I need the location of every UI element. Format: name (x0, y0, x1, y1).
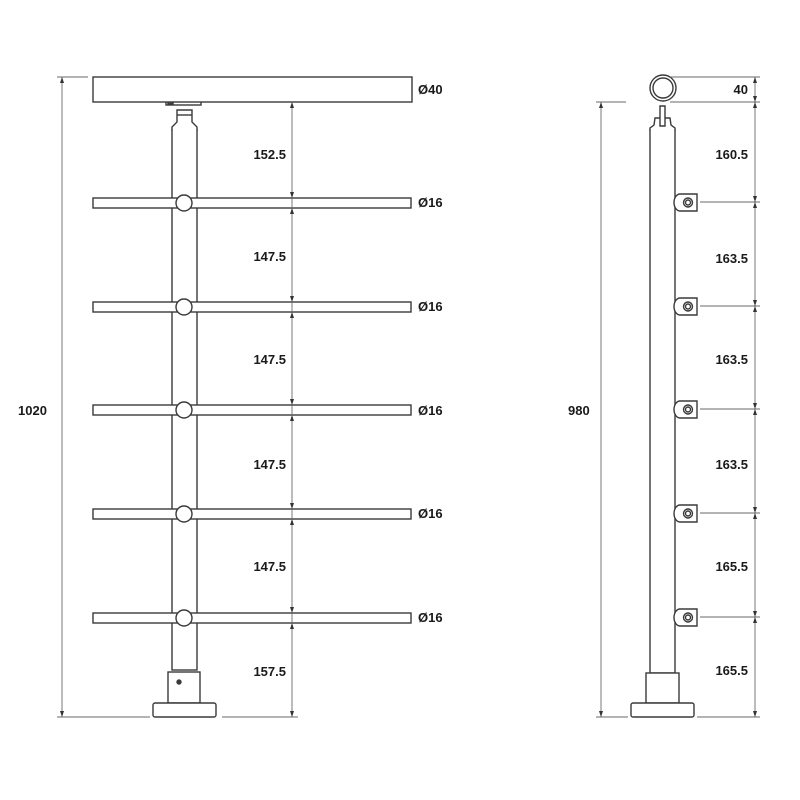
front-spacing-1-label: 152.5 (253, 147, 286, 162)
side-handrail-diameter-label: 40 (733, 82, 748, 97)
rail-holder-1 (175, 194, 193, 212)
front-handrail-diameter-label: Ø40 (418, 82, 443, 97)
rail-4 (92, 508, 412, 520)
side-post (649, 129, 676, 674)
front-spacing-2-label: 147.5 (253, 249, 286, 264)
side-post-height-label: 980 (568, 403, 590, 418)
front-rail-1-diameter-label: Ø16 (418, 195, 443, 210)
side-bracket-1 (673, 193, 698, 212)
rail-holder-3 (175, 401, 193, 419)
side-view (630, 74, 698, 718)
front-rail-4-diameter-label: Ø16 (418, 506, 443, 521)
side-bracket-3 (673, 400, 698, 419)
side-spacing-5-label: 165.5 (715, 559, 748, 574)
front-rail-5-diameter-label: Ø16 (418, 610, 443, 625)
front-base-sleeve (167, 671, 201, 704)
side-bracket-2 (673, 297, 698, 316)
front-spacing-3-label: 147.5 (253, 352, 286, 367)
handrail-tube (92, 76, 413, 103)
side-bracket-5 (673, 608, 698, 627)
front-spacing-6-label: 157.5 (253, 664, 286, 679)
front-base-plate (152, 702, 217, 718)
rail-holder-4 (175, 505, 193, 523)
rail-5 (92, 612, 412, 624)
front-view (92, 76, 413, 718)
side-base-plate (630, 702, 695, 718)
side-bracket-4 (673, 504, 698, 523)
front-post-neck (171, 109, 198, 131)
side-spacing-1-label: 160.5 (715, 147, 748, 162)
side-spacing-4-label: 163.5 (715, 457, 748, 472)
front-spacing-5-label: 147.5 (253, 559, 286, 574)
rail-2 (92, 301, 412, 313)
side-spacing-2-label: 163.5 (715, 251, 748, 266)
side-spacing-3-label: 163.5 (715, 352, 748, 367)
front-rail-2-diameter-label: Ø16 (418, 299, 443, 314)
front-post (171, 129, 198, 671)
front-spacing-4-label: 147.5 (253, 457, 286, 472)
front-rail-3-diameter-label: Ø16 (418, 403, 443, 418)
side-base-sleeve (645, 672, 680, 704)
rail-holder-5 (175, 609, 193, 627)
front-overall-height-label: 1020 (18, 403, 47, 418)
rail-3 (92, 404, 412, 416)
rail-holder-2 (175, 298, 193, 316)
rail-1 (92, 197, 412, 209)
side-spacing-bottom-label: 165.5 (715, 663, 748, 678)
